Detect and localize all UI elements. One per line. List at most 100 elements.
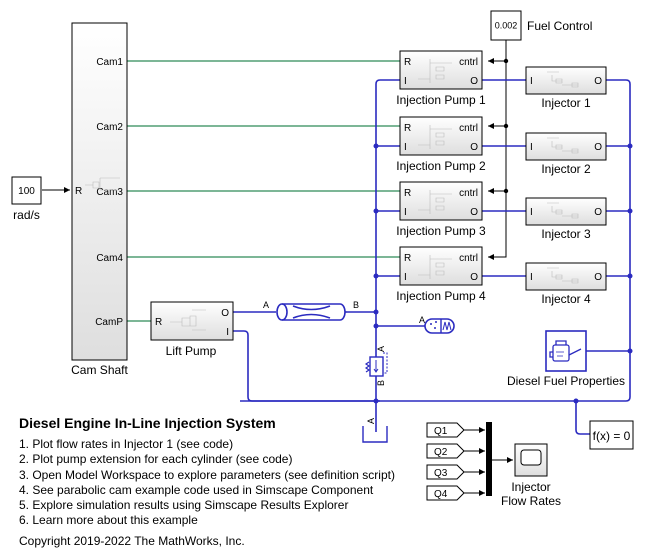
lift-pump-o-port: O: [221, 308, 229, 319]
fuel-control-bus[interactable]: [488, 40, 507, 258]
fuel-control-block[interactable]: 0.002 Fuel Control: [490, 10, 592, 41]
supply-bus[interactable]: [375, 79, 400, 375]
tag-label: Q2: [434, 447, 448, 458]
pump-1-o-port: O: [470, 76, 478, 87]
lift-pump-i-port: I: [226, 327, 229, 338]
copyright: Copyright 2019-2022 The MathWorks, Inc.: [19, 534, 245, 549]
valve-port-a: A: [376, 346, 386, 352]
reservoir-port-a: A: [366, 418, 376, 424]
link-plot-pump-extension[interactable]: 2. Plot pump extension for each cylinder…: [19, 452, 293, 467]
scope-label-line2: Flow Rates: [501, 494, 561, 508]
accumulator-port-a: A: [419, 315, 425, 325]
valve-port-b: B: [376, 380, 386, 386]
injector-3-i-port: I: [530, 207, 533, 218]
cam1-port: Cam1: [96, 57, 123, 68]
solver-configuration-block[interactable]: f(x) = 0: [589, 420, 634, 450]
pipe-block[interactable]: A B: [263, 300, 359, 321]
pump-glyph-icon: [418, 190, 452, 214]
reservoir-block[interactable]: A: [362, 418, 388, 443]
lift-pump-label: Lift Pump: [166, 344, 217, 358]
cam3-port: Cam3: [96, 187, 123, 198]
pump-1-cntrl-port: cntrl: [459, 57, 478, 68]
pump-2-cntrl-port: cntrl: [459, 123, 478, 134]
pump-3-r-port: R: [404, 188, 411, 199]
injector-2-label: Injector 2: [541, 162, 591, 176]
return-bus[interactable]: [240, 79, 631, 402]
scope-block[interactable]: Injector Flow Rates: [501, 443, 561, 508]
pump-3-o-port: O: [470, 207, 478, 218]
injector-1-o-port: O: [594, 76, 602, 87]
pump-4-r-port: R: [404, 253, 411, 264]
solver-label: f(x) = 0: [593, 429, 631, 443]
link-open-model-workspace[interactable]: 3. Open Model Workspace to explore param…: [19, 467, 395, 482]
injection-pump-1-label: Injection Pump 1: [396, 93, 486, 107]
injector-glyph-icon: [547, 202, 579, 219]
speed-unit-label: rad/s: [13, 208, 40, 222]
from-tag-q1[interactable]: Q1: [426, 422, 485, 438]
injection-pump-3-label: Injection Pump 3: [396, 224, 486, 238]
fuel-control-label: Fuel Control: [527, 19, 592, 33]
pipe-port-b: B: [353, 300, 359, 310]
accumulator-block[interactable]: A: [419, 315, 455, 334]
injector-4-o-port: O: [594, 272, 602, 283]
fuel-can-icon: [549, 340, 582, 362]
model-annotation: Diesel Engine In-Line Injection System 1…: [19, 415, 395, 550]
injector-2-o-port: O: [594, 142, 602, 153]
pump-glyph-icon: [418, 125, 452, 149]
cam-shaft-glyph-icon: [85, 177, 120, 191]
pump-2-i-port: I: [404, 142, 407, 153]
pressure-relief-valve-block[interactable]: A B: [364, 346, 388, 386]
cam-shaft-label: Cam Shaft: [71, 363, 128, 377]
link-results-explorer[interactable]: 5. Explore simulation results using Sims…: [19, 498, 349, 513]
cam-shaft-block[interactable]: R Cam1 Cam2 Cam3 Cam4 CamP Cam Shaft: [71, 22, 129, 377]
injection-pump-4-label: Injection Pump 4: [396, 289, 486, 303]
speed-constant-block[interactable]: 100 rad/s: [11, 176, 42, 222]
injector-3-o-port: O: [594, 207, 602, 218]
mux-block[interactable]: [486, 422, 492, 496]
cam4-port: Cam4: [96, 253, 123, 264]
link-parabolic-cam-code[interactable]: 4. See parabolic cam example code used i…: [19, 482, 374, 497]
from-tag-q2[interactable]: Q2: [426, 443, 485, 459]
link-learn-more[interactable]: 6. Learn more about this example: [19, 513, 198, 528]
pump-glyph-icon: [418, 255, 452, 279]
lift-pump-r-port: R: [155, 317, 162, 328]
pump-1-i-port: I: [404, 76, 407, 87]
diesel-fuel-properties-block[interactable]: Diesel Fuel Properties: [507, 330, 625, 388]
lift-pump-block[interactable]: R O I Lift Pump: [150, 301, 234, 358]
lift-pump-glyph-icon: [170, 309, 206, 331]
injector-glyph-icon: [547, 71, 579, 88]
cam-shaft-r-port: R: [75, 186, 82, 197]
injector-3-label: Injector 3: [541, 227, 591, 241]
link-plot-flow-rates[interactable]: 1. Plot flow rates in Injector 1 (see co…: [19, 437, 234, 452]
injection-pump-2-label: Injection Pump 2: [396, 159, 486, 173]
pump-2-r-port: R: [404, 123, 411, 134]
fuel-control-value: 0.002: [495, 21, 518, 31]
injector-4-label: Injector 4: [541, 292, 591, 306]
pump-4-cntrl-port: cntrl: [459, 253, 478, 264]
pump-4-i-port: I: [404, 272, 407, 283]
pump-1-r-port: R: [404, 57, 411, 68]
pump-2-o-port: O: [470, 142, 478, 153]
pump-glyph-icon: [418, 59, 452, 83]
from-tag-q3[interactable]: Q3: [426, 464, 485, 480]
pipe-port-a: A: [263, 300, 269, 310]
injector-glyph-icon: [547, 267, 579, 284]
tag-label: Q4: [434, 489, 448, 500]
model-title: Diesel Engine In-Line Injection System: [19, 415, 276, 431]
camp-port: CamP: [95, 317, 123, 328]
speed-value: 100: [18, 186, 35, 197]
injector-glyph-icon: [547, 137, 579, 154]
injector-2-i-port: I: [530, 142, 533, 153]
cam2-port: Cam2: [96, 122, 123, 133]
from-tag-q4[interactable]: Q4: [426, 485, 485, 501]
pump-3-i-port: I: [404, 207, 407, 218]
